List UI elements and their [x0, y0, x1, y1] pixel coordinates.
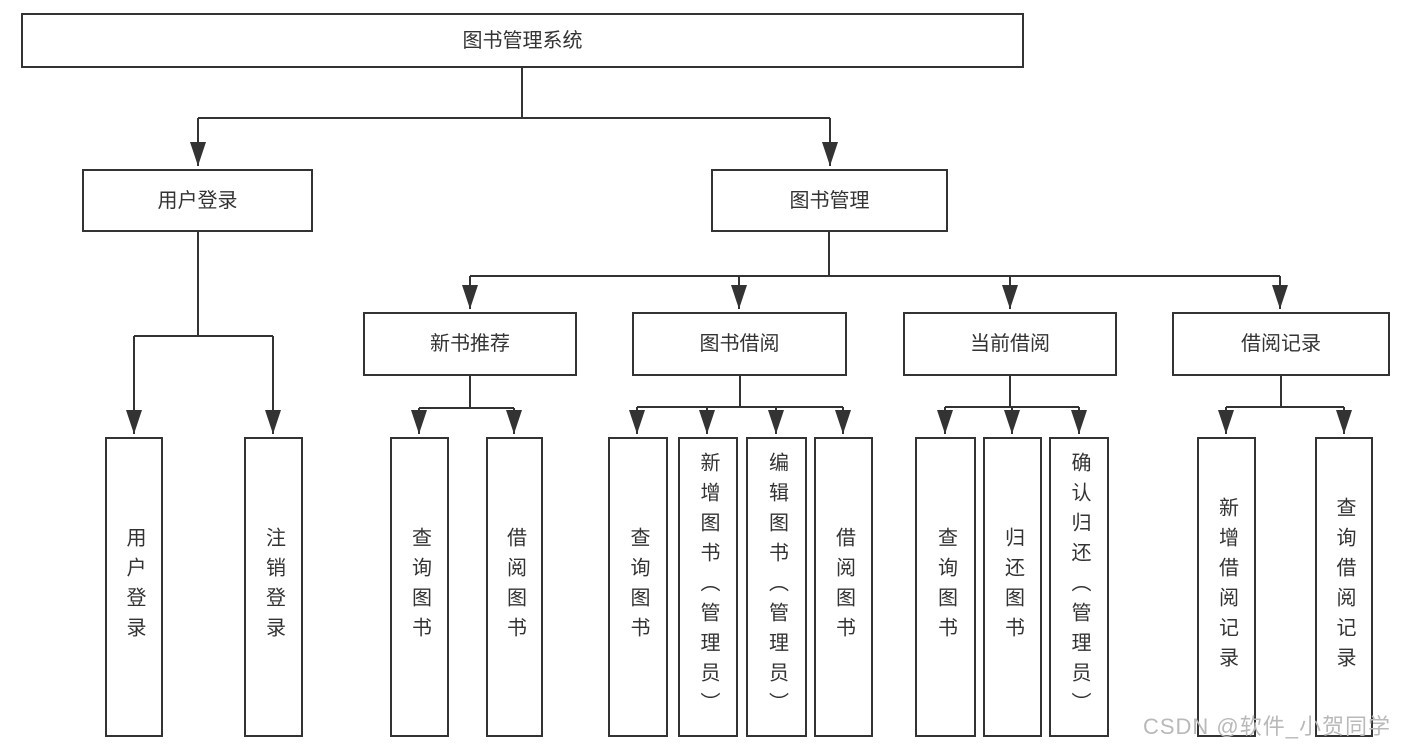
leaf-label: 编辑图书（管理员） — [765, 452, 788, 722]
node-leaf-cb-query-books: 查询图书 — [915, 437, 976, 737]
node-user-login: 用户登录 — [82, 169, 313, 232]
node-borrow-records: 借阅记录 — [1172, 312, 1390, 376]
leaf-label: 新增借阅记录 — [1215, 497, 1238, 677]
edge-root-split — [198, 68, 830, 119]
node-leaf-br-add-record: 新增借阅记录 — [1197, 437, 1256, 737]
edge-bookmgmt-split — [470, 232, 1280, 277]
leaf-label: 归还图书 — [1001, 527, 1024, 647]
leaf-label: 用户登录 — [123, 527, 145, 647]
leaf-label: 查询图书 — [408, 527, 431, 647]
edge-newbooks-split — [419, 376, 514, 409]
edge-currentborrow-split — [945, 376, 1079, 408]
node-book-management: 图书管理 — [711, 169, 948, 232]
edge-userlogin-split — [134, 231, 273, 337]
node-leaf-nb-borrow-books: 借阅图书 — [486, 437, 543, 737]
leaf-label: 注销登录 — [262, 527, 285, 647]
node-leaf-bb-edit-books-admin: 编辑图书（管理员） — [746, 437, 807, 737]
edge-bookborrow-split — [637, 376, 843, 408]
node-leaf-br-query-record: 查询借阅记录 — [1315, 437, 1373, 737]
node-leaf-cb-return-books: 归还图书 — [983, 437, 1042, 737]
node-current-borrow: 当前借阅 — [903, 312, 1117, 376]
edge-borrowrecords-split — [1226, 376, 1344, 408]
node-leaf-cb-confirm-return-admin: 确认归还（管理员） — [1049, 437, 1109, 737]
node-leaf-nb-query-books: 查询图书 — [390, 437, 449, 737]
csdn-watermark: CSDN @软件_小贺同学 — [1142, 714, 1391, 739]
node-leaf-bb-query-books: 查询图书 — [608, 437, 668, 737]
node-leaf-user-login: 用户登录 — [105, 437, 163, 737]
node-root: 图书管理系统 — [21, 13, 1024, 68]
node-leaf-bb-add-books-admin: 新增图书（管理员） — [678, 437, 738, 737]
node-leaf-logout: 注销登录 — [244, 437, 303, 737]
leaf-label: 查询借阅记录 — [1333, 497, 1355, 677]
leaf-label: 借阅图书 — [503, 527, 526, 647]
leaf-label: 查询图书 — [627, 527, 649, 647]
node-leaf-bb-borrow-books: 借阅图书 — [814, 437, 873, 737]
leaf-label: 确认归还（管理员） — [1068, 452, 1090, 722]
node-new-book-recommend: 新书推荐 — [363, 312, 577, 376]
leaf-label: 借阅图书 — [832, 527, 855, 647]
node-book-borrow: 图书借阅 — [632, 312, 847, 376]
leaf-label: 新增图书（管理员） — [697, 452, 719, 722]
leaf-label: 查询图书 — [934, 527, 957, 647]
